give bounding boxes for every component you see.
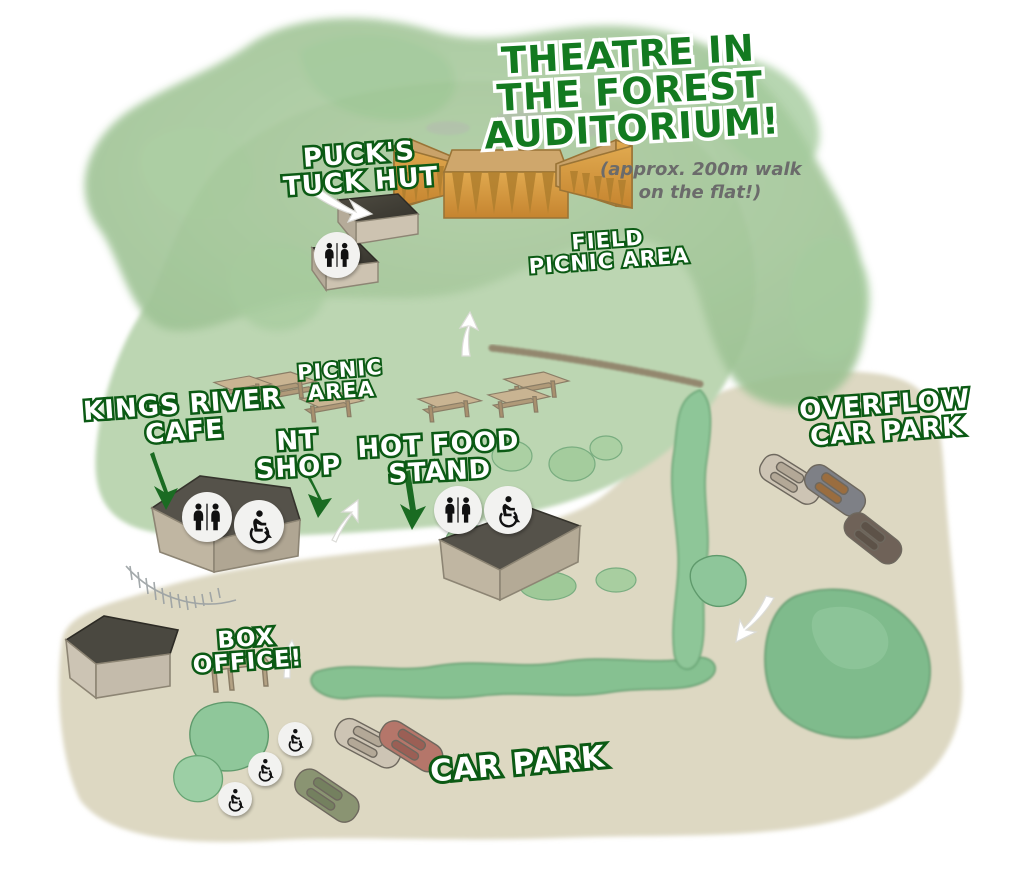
box-office-table: [206, 653, 272, 693]
bush-cluster-right: [764, 588, 931, 739]
map-subtitle: (approx. 200m walk on the flat!): [600, 159, 802, 204]
bush-right-small: [689, 554, 747, 608]
toilets-hot-food-icon: [434, 486, 482, 534]
arrow-to-pucks-hut: [311, 187, 374, 224]
arrow-to-hot-food: [400, 470, 426, 530]
accessible-bay-1-icon: [278, 722, 312, 756]
box-office-building: [64, 615, 180, 700]
map-title: THEATRE IN THE FOREST AUDITORIUM!: [480, 23, 785, 161]
accessible-nt-shop-icon: [234, 500, 284, 550]
accessible-bay-2-icon: [248, 752, 282, 786]
label-nt-shop: NT SHOP: [252, 422, 344, 487]
label-pucks-tuck-hut: PUCK'S TUCK HUT: [280, 134, 442, 205]
fern-decoration: [125, 565, 237, 611]
label-picnic-area: PICNIC AREA: [294, 353, 385, 408]
carpark-bushes: [173, 701, 269, 803]
label-box-office: BOX OFFICE!: [189, 622, 305, 682]
hedge-lower: [310, 656, 716, 700]
picnic-tables: [212, 371, 571, 423]
accessible-bay-3-icon: [218, 782, 252, 816]
toilets-nt-shop-icon: [182, 492, 232, 542]
arrow-to-box-office: [280, 638, 302, 679]
label-hot-food-stand: HOT FOOD STAND: [354, 423, 523, 491]
arrow-walk-up-left: [331, 498, 359, 543]
label-overflow-car-park: OVERFLOW CAR PARK: [796, 382, 974, 455]
field-path: [488, 344, 704, 388]
arrow-overflow-route: [735, 595, 775, 644]
toilets-pucks-hut-icon: [314, 232, 360, 278]
overflow-cars: [758, 453, 903, 565]
car-park-cars: [294, 717, 444, 823]
arrow-field-path: [458, 310, 480, 357]
hot-food-stand-building: [437, 507, 582, 602]
arrow-to-nt-shop: [300, 464, 332, 518]
auditorium-seating: [393, 110, 633, 219]
arrow-to-cafe: [150, 452, 178, 510]
accessible-hot-food-icon: [484, 486, 532, 534]
